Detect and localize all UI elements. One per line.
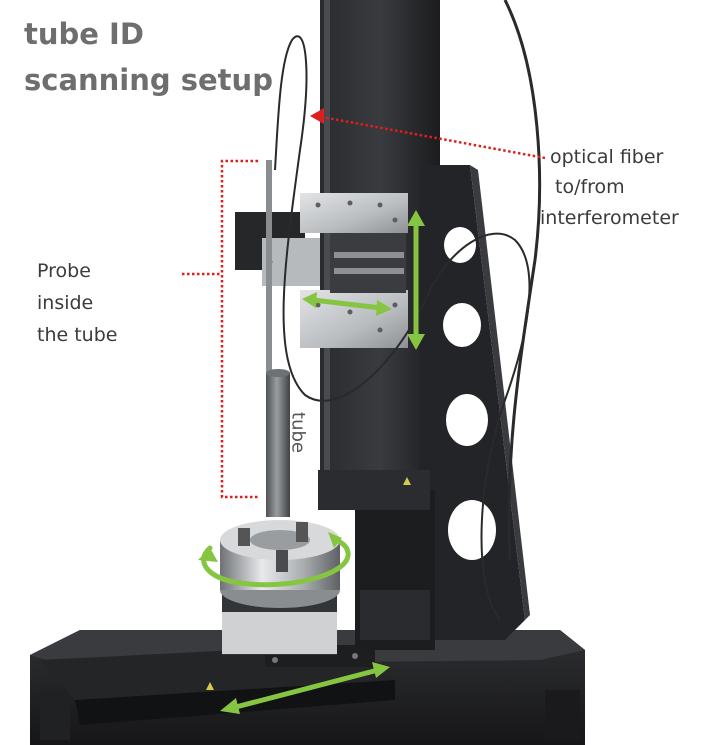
- motion-arrows: [198, 210, 425, 714]
- vertical-motion-arrow: [407, 210, 425, 350]
- optical-fiber-label-line-1: optical fiber: [550, 146, 664, 168]
- title-line-2: scanning setup: [24, 63, 273, 97]
- probe-label-line-2: inside: [37, 292, 94, 314]
- optical-fiber-label-line-2: to/from: [555, 176, 625, 198]
- rotation-arrow: [198, 532, 351, 588]
- callout-lines: [182, 115, 546, 499]
- tube-label: tube: [287, 412, 309, 453]
- probe-label-line-3: the tube: [37, 324, 118, 346]
- rotary-chuck: [220, 520, 340, 655]
- title-line-1: tube ID: [24, 17, 144, 51]
- probe-label-line-1: Probe: [37, 260, 91, 282]
- horizontal-carriage-arrow: [302, 292, 392, 316]
- carriage: [235, 193, 408, 348]
- optical-fiber-label-line-3: interferometer: [540, 207, 679, 229]
- column-pedestal: [318, 470, 435, 650]
- base-linear-arrow: [220, 662, 390, 714]
- gusset-plate: [420, 165, 530, 640]
- optical-fiber-cable: [274, 0, 542, 621]
- probe-and-tube: [266, 160, 290, 517]
- probe-bracket: [220, 159, 258, 499]
- fiber-callout-arrowhead: [310, 108, 324, 124]
